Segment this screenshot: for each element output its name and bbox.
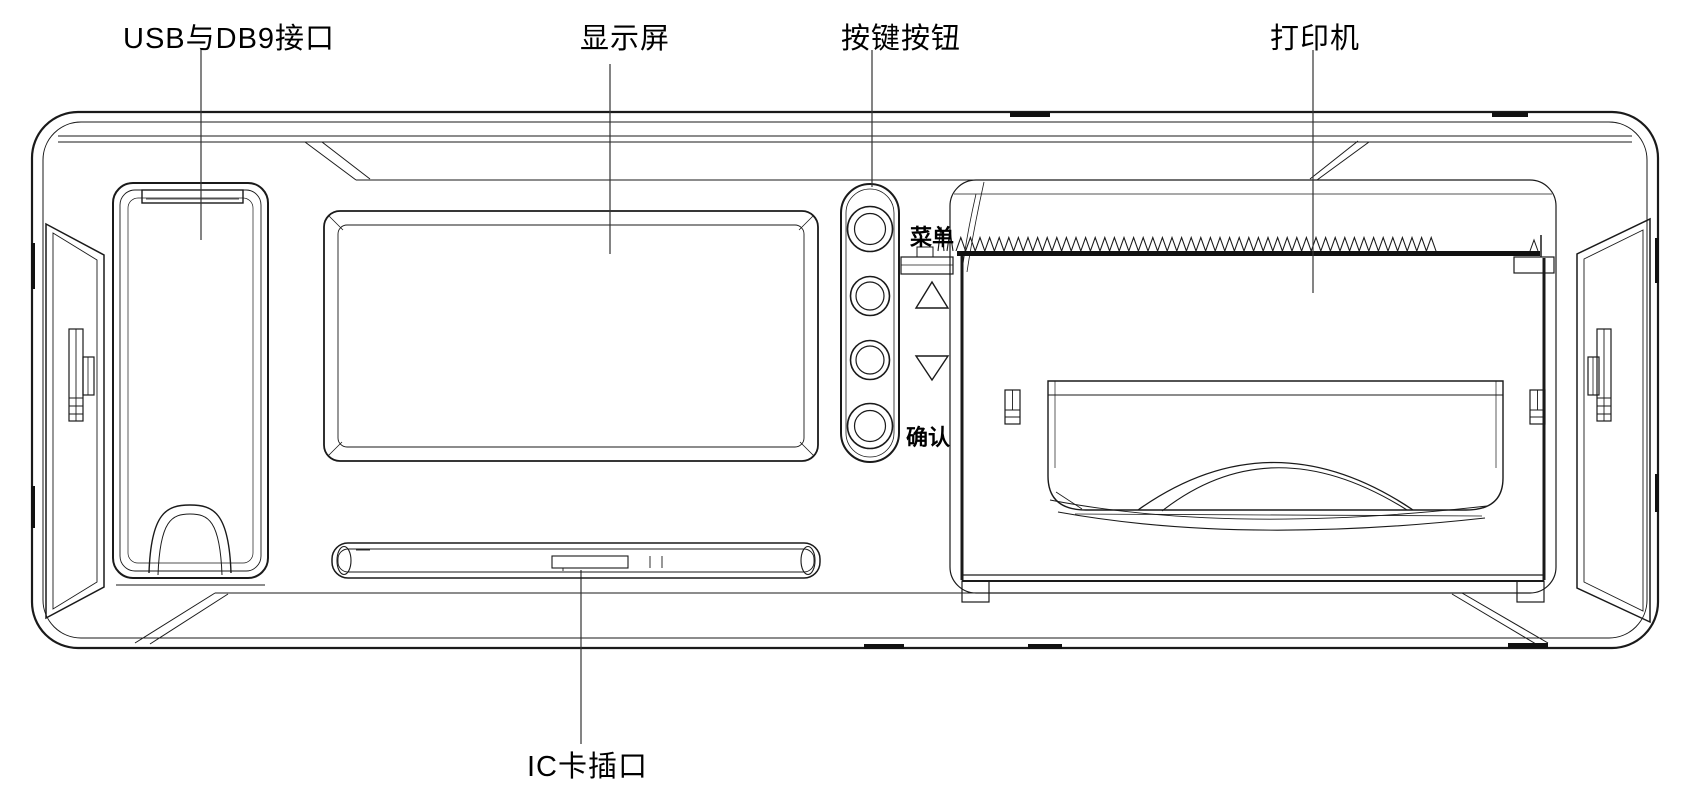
grip-arch-inner <box>1161 467 1408 512</box>
bottom-bevel-band <box>134 592 1549 645</box>
door-left-latch <box>1004 389 1021 425</box>
display-corner-bevels <box>327 215 815 457</box>
cover-bottom-sweep-1 <box>1049 499 1488 520</box>
left-hinge-bracket <box>900 246 954 275</box>
slot-right-cap <box>800 545 816 576</box>
cover-bottom-sweep-2 <box>1057 511 1486 531</box>
top-bevel-band <box>58 135 1632 181</box>
ic-slot-callout-label: IC卡插口 <box>527 751 649 783</box>
display-screen-outline <box>323 210 819 462</box>
confirm-key-label: 确认 <box>906 425 951 450</box>
right-latch <box>1587 328 1612 422</box>
slot-center-tab <box>551 555 629 569</box>
triangle-up-icon <box>914 280 950 309</box>
serration-start-spikes <box>937 226 954 252</box>
usb-db9-callout-label: USB与DB9接口 <box>123 23 336 55</box>
ic-card-slot <box>331 542 821 579</box>
shell-outer-outline <box>30 110 1660 650</box>
right-hinge-bracket <box>1513 235 1555 274</box>
shell-inner-outline <box>42 121 1648 639</box>
paper-cover <box>1047 380 1504 531</box>
keypad-panel <box>840 183 950 463</box>
up-button <box>849 275 891 317</box>
cover-finger-arch <box>148 504 232 576</box>
menu-button <box>846 205 894 253</box>
printer-recess-outline <box>949 179 1557 594</box>
grip-arch-outer <box>1137 461 1414 511</box>
paper-tear-serration <box>955 235 1437 253</box>
recess-corner-lines <box>961 181 985 273</box>
keypad-callout-label: 按键按钮 <box>841 23 962 55</box>
display-callout-label: 显示屏 <box>580 23 671 55</box>
cover-top-slot <box>141 189 244 204</box>
printer-callout-label: 打印机 <box>1270 23 1361 55</box>
leader-lines <box>200 50 1314 744</box>
right-side-panel <box>1576 217 1651 624</box>
menu-key-label: 菜单 <box>910 225 955 250</box>
confirm-button <box>846 402 894 450</box>
edge-tick-marks <box>31 112 1659 649</box>
printer-door <box>960 256 1546 603</box>
door-right-foot <box>1516 580 1545 603</box>
down-button <box>849 339 891 381</box>
door-left-foot <box>961 580 990 603</box>
left-latch <box>68 328 95 422</box>
triangle-down-icon <box>914 355 950 382</box>
left-side-panel <box>45 222 105 620</box>
usb-db9-cover <box>112 182 269 586</box>
printer-compartment <box>900 179 1557 603</box>
slot-left-cap <box>336 545 352 576</box>
door-right-latch <box>1529 389 1546 425</box>
